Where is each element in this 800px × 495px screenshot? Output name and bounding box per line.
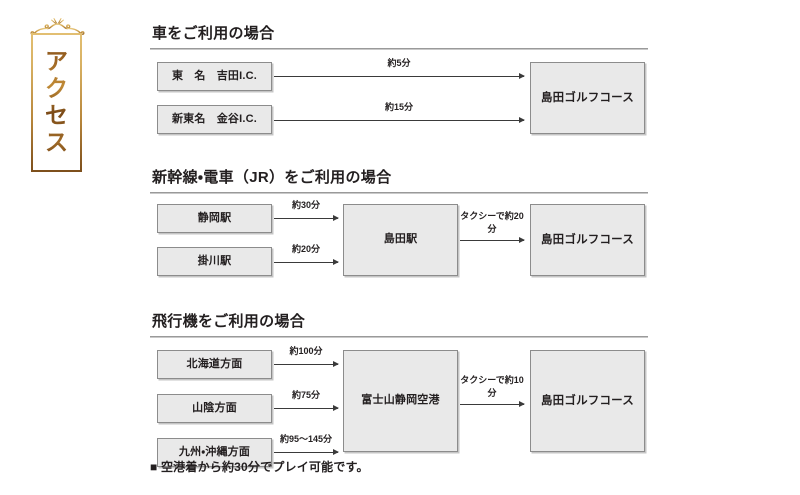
connector-label-taxi-line1: タクシーで約20 xyxy=(460,211,524,221)
connector-arrow xyxy=(274,117,525,123)
node-source[interactable]: 北海道方面 xyxy=(157,350,272,379)
banner-frame xyxy=(31,33,82,172)
connector-arrow-taxi xyxy=(460,401,525,407)
connector-arrow xyxy=(274,405,339,411)
section-car: 車をご利用の場合 東 名 吉田I.C. 新東名 金谷I.C. 島田ゴルフコース … xyxy=(150,22,648,158)
banner-char: ス xyxy=(45,128,68,156)
section-plane: 飛行機をご利用の場合 北海道方面 山陰方面 九州・沖縄方面 富士山静岡空港 島田… xyxy=(150,310,648,467)
connector-label: 約30分 xyxy=(291,200,320,210)
connector-arrow-taxi xyxy=(460,237,525,243)
node-source[interactable]: 新東名 金谷I.C. xyxy=(157,105,272,134)
connector-arrow xyxy=(274,73,525,79)
connector-arrow xyxy=(274,361,339,367)
connector-label: 約15分 xyxy=(384,102,413,112)
banner-char: セ xyxy=(45,102,68,129)
section-heading-plane: 飛行機をご利用の場合 xyxy=(152,313,306,330)
connector-arrow xyxy=(274,259,339,265)
node-source[interactable]: 山陰方面 xyxy=(157,394,272,423)
banner-title: ア ク セ ス xyxy=(31,33,82,172)
section-divider xyxy=(150,48,648,50)
connector-arrow xyxy=(274,449,339,455)
connector-label: 約100分 xyxy=(289,346,323,356)
node-destination[interactable]: 島田ゴルフコース xyxy=(530,350,645,452)
node-source[interactable]: 掛川駅 xyxy=(157,247,272,276)
node-source[interactable]: 九州・沖縄方面 xyxy=(157,438,272,467)
section-train: 新幹線・電車（JR）をご利用の場合 静岡駅 掛川駅 島田駅 島田ゴルフコース 約… xyxy=(150,166,648,294)
section-heading-train: 新幹線・電車（JR）をご利用の場合 xyxy=(152,169,392,186)
connector-label-taxi-line2: 分 xyxy=(487,388,497,398)
node-destination[interactable]: 島田ゴルフコース xyxy=(530,204,645,276)
section-heading-car: 車をご利用の場合 xyxy=(152,25,275,42)
diagram-plane: 北海道方面 山陰方面 九州・沖縄方面 富士山静岡空港 島田ゴルフコース 約100… xyxy=(150,338,648,467)
node-destination[interactable]: 島田ゴルフコース xyxy=(530,62,645,134)
connector-label: 約20分 xyxy=(291,244,320,254)
node-hub[interactable]: 島田駅 xyxy=(343,204,458,276)
connector-label-taxi-line2: 分 xyxy=(487,224,497,234)
section-divider xyxy=(150,192,648,194)
connector-label-taxi-line1: タクシーで約10 xyxy=(460,375,524,385)
footnote: ■ 空港着から約30分でプレイ可能です。 xyxy=(150,460,369,474)
node-source[interactable]: 東 名 吉田I.C. xyxy=(157,62,272,91)
banner-char: ア xyxy=(45,48,68,76)
connector-label: 約95〜145分 xyxy=(279,434,333,444)
node-hub[interactable]: 富士山静岡空港 xyxy=(343,350,458,452)
access-banner: ア ク セ ス xyxy=(30,14,85,174)
section-divider xyxy=(150,336,648,338)
connector-label: 約75分 xyxy=(291,390,320,400)
node-source[interactable]: 静岡駅 xyxy=(157,204,272,233)
diagram-train: 静岡駅 掛川駅 島田駅 島田ゴルフコース 約30分 約20分 タクシーで約20 … xyxy=(150,194,648,294)
connector-label: 約5分 xyxy=(387,58,411,68)
banner-char: ク xyxy=(45,75,68,103)
diagram-car: 東 名 吉田I.C. 新東名 金谷I.C. 島田ゴルフコース 約5分 約15分 xyxy=(150,50,648,158)
connector-arrow xyxy=(274,215,339,221)
